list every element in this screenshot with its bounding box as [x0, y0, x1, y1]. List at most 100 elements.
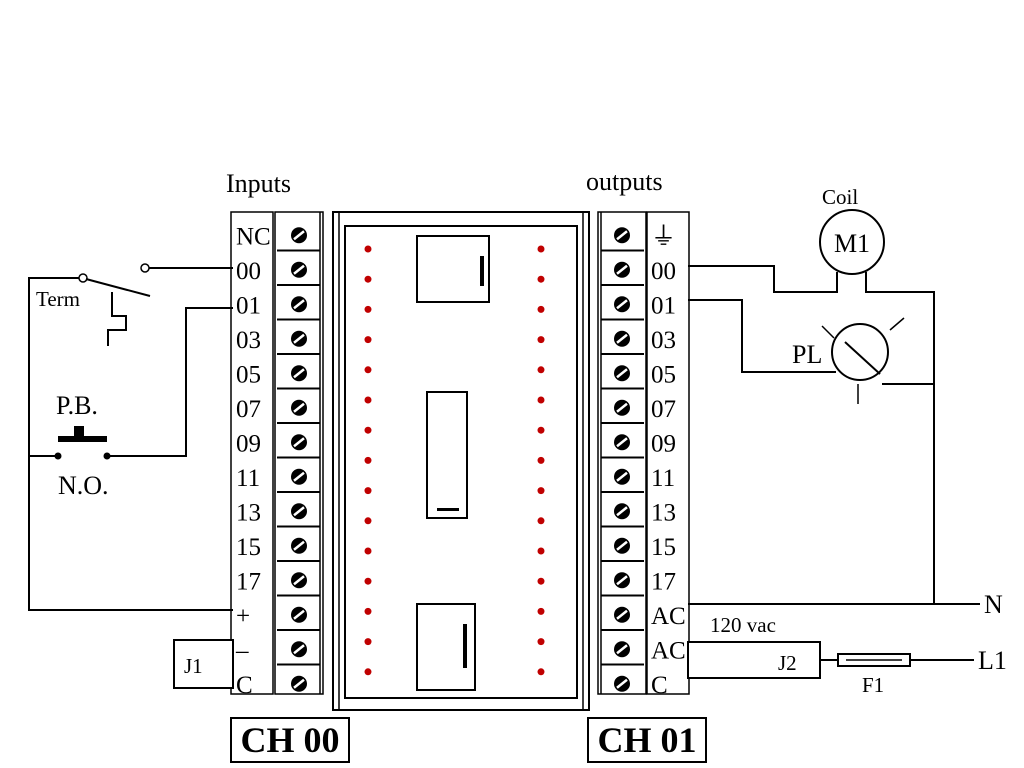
input-terminal-screw-slot: [293, 678, 305, 689]
ch01-label: CH 01: [598, 720, 697, 760]
status-led-dot: [364, 456, 372, 464]
status-led-dot: [364, 517, 372, 525]
coil-m1-symbol: [819, 209, 885, 275]
status-led-dot: [537, 607, 545, 615]
ch00-box: [230, 717, 350, 763]
output-terminal-screw-slot: [616, 644, 628, 655]
input-terminal-label: +: [236, 603, 250, 630]
status-led-dot: [537, 366, 545, 374]
output-terminal-label: 15: [651, 534, 676, 561]
output-terminal-label: 09: [651, 430, 676, 457]
output-terminal-label: 07: [651, 396, 676, 423]
status-led-dot: [364, 245, 372, 253]
status-led-dot: [364, 547, 372, 555]
right-wiring: M1 Coil PL N 120 vac J2 F1 L1: [687, 185, 1007, 697]
status-led-dot: [364, 366, 372, 374]
input-terminal-screw-slot: [293, 264, 305, 275]
pl-label: PL: [792, 340, 822, 369]
status-led-dot: [537, 275, 545, 283]
status-led-dot: [364, 607, 372, 615]
ch01-box: [587, 717, 707, 763]
input-terminal-label: 05: [236, 361, 261, 388]
input-terminal-label: 13: [236, 499, 261, 526]
output-terminal-screw-slot: [616, 575, 628, 586]
input-terminal-label: 01: [236, 292, 261, 319]
status-led-dot: [537, 305, 545, 313]
output-terminal-screw-slot: [616, 333, 628, 344]
j1-label: J1: [184, 654, 203, 678]
l1-label: L1: [978, 646, 1007, 675]
status-led-dot: [537, 577, 545, 585]
input-terminal-screw-slot: [293, 333, 305, 344]
n-label: N: [984, 590, 1003, 619]
output-terminal-screw-slot: [616, 230, 628, 241]
output-terminal-screw-slot: [616, 402, 628, 413]
input-terminal-screw-slot: [293, 368, 305, 379]
outputs-header: outputs: [586, 167, 663, 196]
output-terminal-label: AC: [651, 603, 686, 630]
output-terminal-label: 11: [651, 465, 675, 492]
status-led-dot: [364, 638, 372, 646]
input-terminal-screw-slot: [293, 540, 305, 551]
input-terminal-label: –: [235, 637, 249, 664]
output-terminal-label: AC: [651, 637, 686, 664]
output-terminal-label: 01: [651, 292, 676, 319]
no-label: N.O.: [58, 471, 109, 500]
output-terminal-label: 00: [651, 258, 676, 285]
input-terminal-screw-slot: [293, 230, 305, 241]
status-led-dot: [364, 396, 372, 404]
plc-module-body: [332, 211, 590, 711]
output-terminal-label: 05: [651, 361, 676, 388]
output-terminal-label: 03: [651, 327, 676, 354]
output-terminal-screw-slot: [616, 678, 628, 689]
input-terminal-screw-slot: [293, 575, 305, 586]
m1-label: M1: [834, 229, 870, 258]
output-terminal-label: 17: [651, 568, 676, 595]
input-terminal-screw-slot: [293, 402, 305, 413]
status-led-dot: [364, 577, 372, 585]
status-led-dot: [537, 426, 545, 434]
input-terminal-label: 00: [236, 258, 261, 285]
input-terminal-label: C: [236, 672, 253, 699]
status-led-dot: [537, 487, 545, 495]
status-led-dot: [364, 426, 372, 434]
output-terminal-label: C: [651, 672, 668, 699]
j2-label: J2: [778, 651, 797, 675]
status-led-dot: [537, 668, 545, 676]
input-terminal-label: 07: [236, 396, 261, 423]
output-terminal-screw-slot: [616, 437, 628, 448]
output-terminal-label: 13: [651, 499, 676, 526]
input-terminal-label: NC: [236, 223, 271, 250]
term-label: Term: [36, 287, 80, 311]
status-led-dot: [364, 305, 372, 313]
input-terminal-screw-slot: [293, 471, 305, 482]
status-led-dot: [364, 336, 372, 344]
status-led-dot: [364, 275, 372, 283]
center-latch: [426, 391, 468, 519]
input-terminal-label: 03: [236, 327, 261, 354]
input-terminal-screw-slot: [293, 506, 305, 517]
output-terminal-screw-slot: [616, 609, 628, 620]
input-terminal-label: 11: [236, 465, 260, 492]
coil-label: Coil: [822, 185, 858, 209]
output-terminal-screw-slot: [616, 368, 628, 379]
status-led-dot: [537, 336, 545, 344]
status-led-dot: [537, 547, 545, 555]
output-terminal-screw-slot: [616, 299, 628, 310]
status-led-dot: [364, 668, 372, 676]
output-terminal-label: ⏚: [651, 223, 676, 250]
voltage-label: 120 vac: [710, 613, 776, 637]
pb-label: P.B.: [56, 391, 98, 420]
left-wiring: Term P.B. N.O. J1: [28, 263, 234, 689]
input-terminal-label: 15: [236, 534, 261, 561]
input-terminal-screw-slot: [293, 437, 305, 448]
output-terminal-screw-slot: [616, 506, 628, 517]
inputs-header: Inputs: [226, 169, 291, 198]
input-terminal-label: 17: [236, 568, 261, 595]
output-terminal-screw-slot: [616, 264, 628, 275]
status-led-dot: [537, 245, 545, 253]
input-terminal-screw-slot: [293, 299, 305, 310]
status-led-dot: [537, 638, 545, 646]
pilot-light-symbol: [831, 323, 889, 381]
